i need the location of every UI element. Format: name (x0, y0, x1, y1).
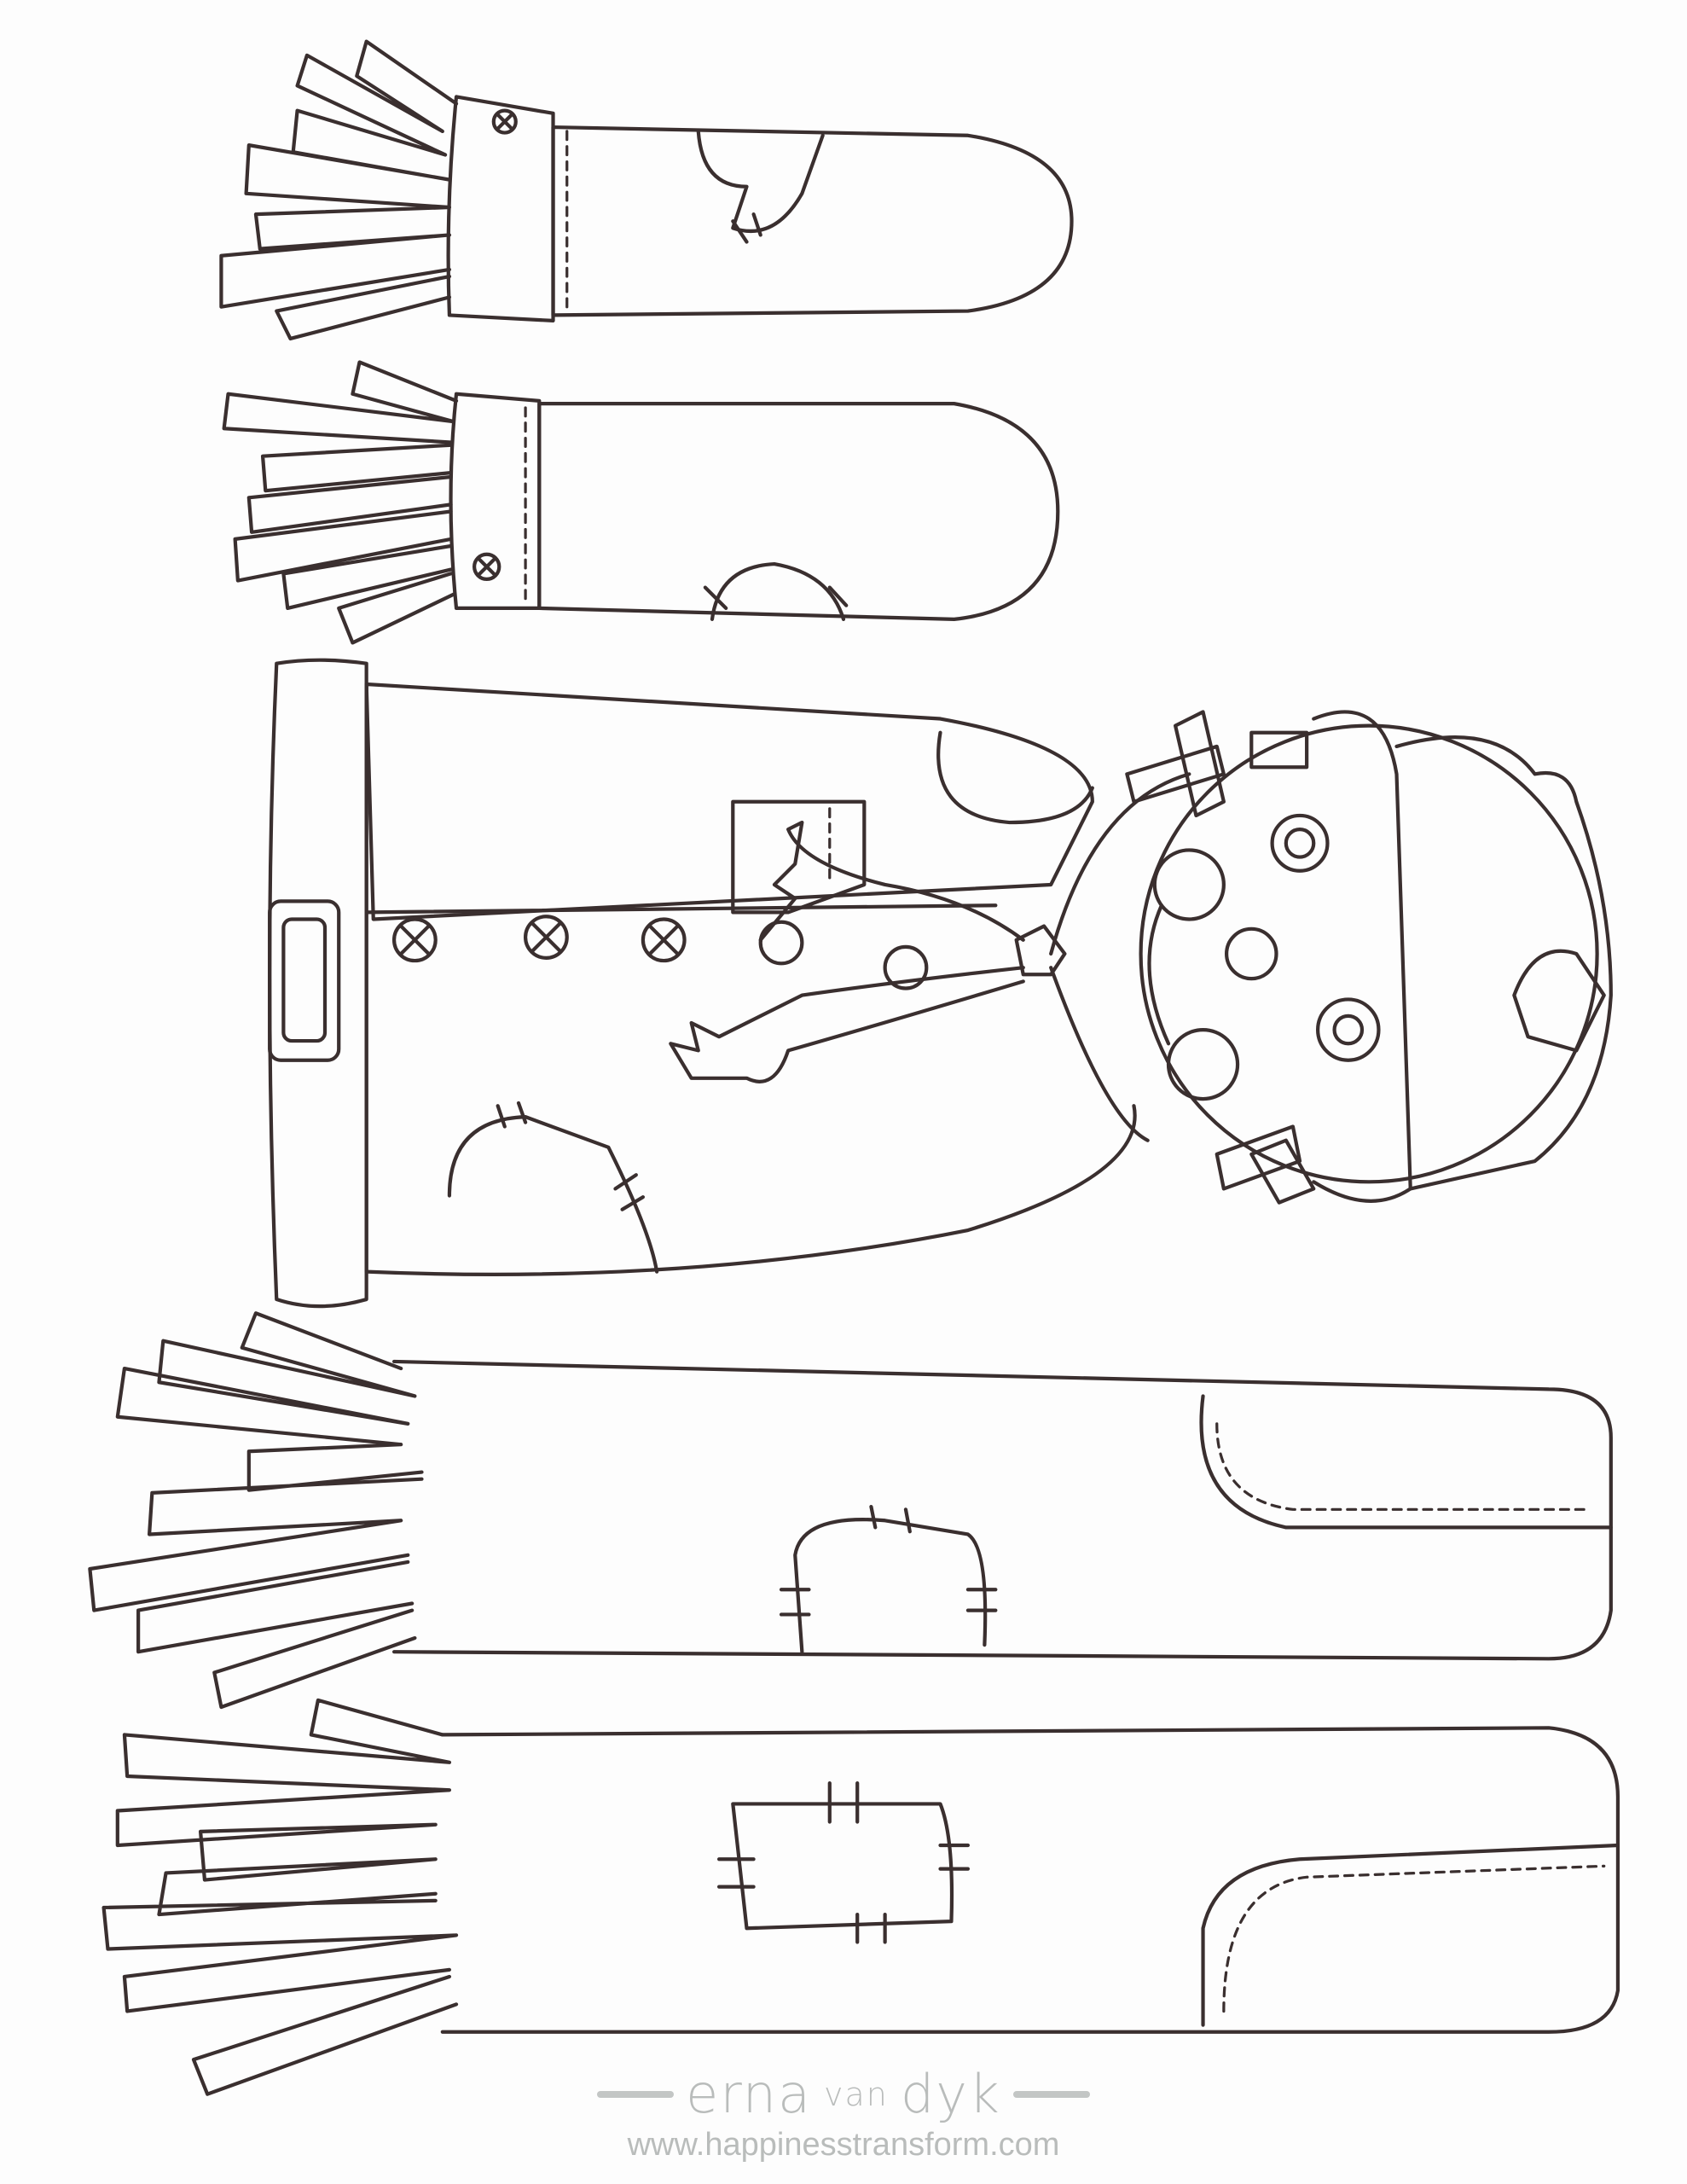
scarecrow-leg-upper (88, 1311, 1613, 1710)
logo-first: erna (686, 2063, 813, 2125)
logo-middle: van (824, 2075, 889, 2113)
footer: erna van dyk www.happinesstransform.com (0, 2063, 1687, 2164)
scarecrow-leg-lower (101, 1698, 1620, 2096)
logo-swoosh-right (1012, 2090, 1090, 2098)
scarecrow-head (1049, 710, 1613, 1205)
artist-logo: erna van dyk (0, 2063, 1687, 2125)
mitten-middle (222, 360, 1060, 645)
logo-swoosh-left (597, 2090, 675, 2098)
scarecrow-coat (268, 658, 1137, 1309)
logo-last: dyk (900, 2063, 1001, 2125)
mitten-top (219, 39, 1074, 341)
website-url: www.happinesstransform.com (627, 2127, 1060, 2163)
